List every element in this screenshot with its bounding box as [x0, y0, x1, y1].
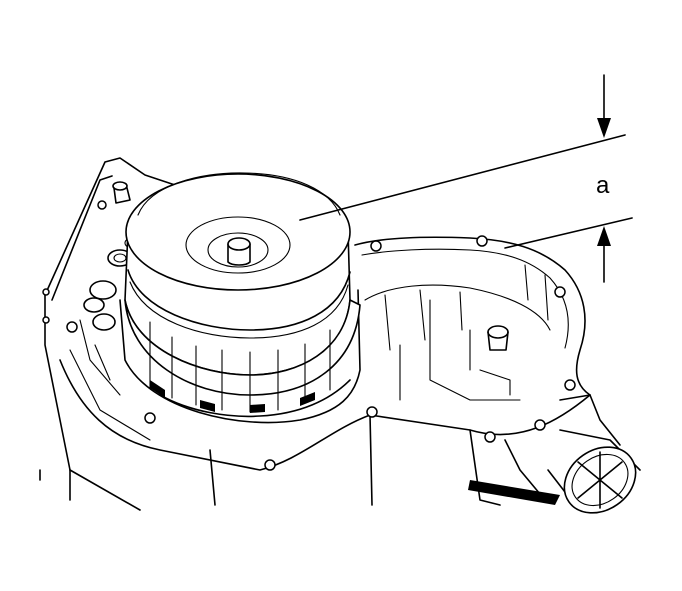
upper-arrow-head: [597, 118, 611, 138]
filter-screen: [468, 429, 641, 514]
clutch-drum-assembly: [119, 172, 361, 424]
upper-reference-line: [299, 134, 626, 221]
flange-bolt-holes: [42, 200, 576, 471]
dimension-callout: a: [299, 74, 633, 283]
dimension-label-a: a: [596, 172, 610, 199]
valve-bores: [69, 181, 151, 441]
lower-reference-line: [504, 217, 633, 249]
lower-arrow-head: [597, 226, 611, 246]
transmission-case: [39, 157, 621, 511]
